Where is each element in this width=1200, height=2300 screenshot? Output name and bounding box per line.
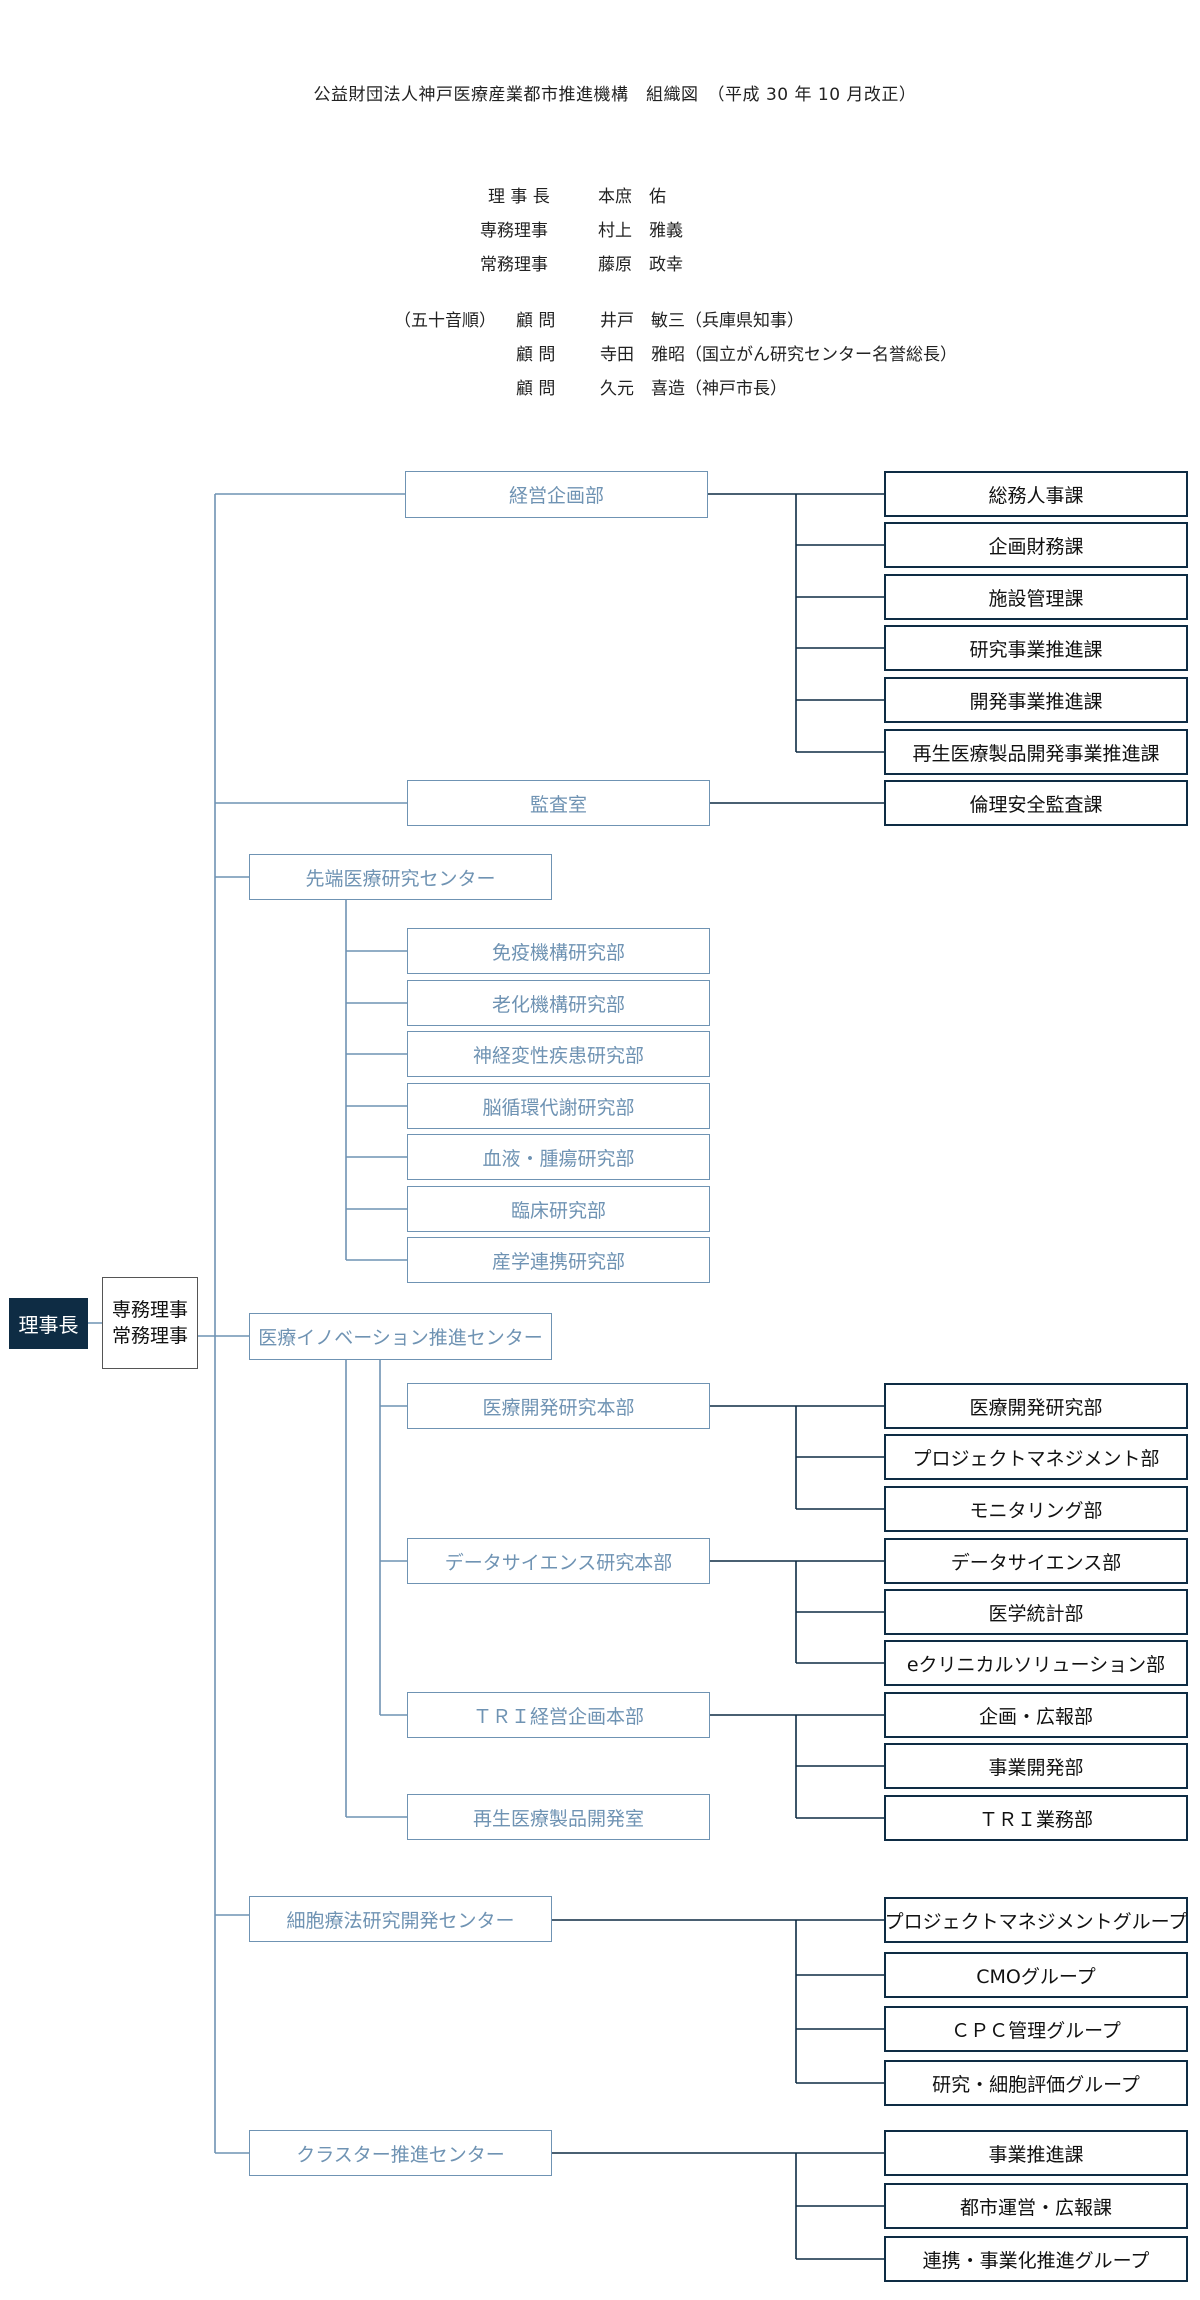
advisor-role: 顧 問 <box>516 345 556 365</box>
dept-saibou-center: 細胞療法研究開発センター <box>249 1896 552 1942</box>
cluster-section: 事業推進課 <box>884 2130 1188 2176</box>
iryo-kaihatsu-section: 医療開発研究部 <box>884 1383 1188 1429</box>
advisor-role: 顧 問 <box>516 311 556 331</box>
executive-director-label: 専務理事 <box>111 1299 188 1321</box>
officer-name: 本庶 佑 <box>598 187 666 207</box>
sentan-unit: 臨床研究部 <box>407 1186 710 1232</box>
cluster-section: 都市運営・広報課 <box>884 2183 1188 2229</box>
officer-role: 専務理事 <box>480 221 548 241</box>
sentan-unit: 脳循環代謝研究部 <box>407 1083 710 1129</box>
innovation-unit: ＴＲＩ経営企画本部 <box>407 1692 710 1738</box>
data-science-section: 医学統計部 <box>884 1589 1188 1635</box>
sentan-unit: 神経変性疾患研究部 <box>407 1031 710 1077</box>
page-title: 公益財団法人神戸医療産業都市推進機構 組織図 （平成 30 年 10 月改正） <box>313 85 917 105</box>
tri-section: 事業開発部 <box>884 1743 1188 1789</box>
keiei-section: 再生医療製品開発事業推進課 <box>884 729 1188 775</box>
data-science-section: eクリニカルソリューション部 <box>884 1640 1188 1686</box>
officer-name: 藤原 政幸 <box>598 255 683 275</box>
innovation-unit: データサイエンス研究本部 <box>407 1538 710 1584</box>
sentan-unit: 産学連携研究部 <box>407 1237 710 1283</box>
sentan-unit: 老化機構研究部 <box>407 980 710 1026</box>
dept-keiei-kikaku: 経営企画部 <box>405 471 708 518</box>
dept-kansa: 監査室 <box>407 780 710 826</box>
sentan-unit: 免疫機構研究部 <box>407 928 710 974</box>
advisors-order-note: （五十音順） <box>394 311 496 331</box>
keiei-section: 企画財務課 <box>884 522 1188 568</box>
iryo-kaihatsu-section: モニタリング部 <box>884 1486 1188 1532</box>
cluster-section: 連携・事業化推進グループ <box>884 2236 1188 2282</box>
kansa-section: 倫理安全監査課 <box>884 780 1188 826</box>
saibou-group: ＣＰＣ管理グループ <box>884 2006 1188 2052</box>
keiei-section: 研究事業推進課 <box>884 625 1188 671</box>
saibou-group: CMOグループ <box>884 1952 1188 1998</box>
dept-innovation-center: 医療イノベーション推進センター <box>249 1313 552 1360</box>
managing-director-label: 常務理事 <box>111 1325 188 1347</box>
keiei-section: 開発事業推進課 <box>884 677 1188 723</box>
saibou-group: 研究・細胞評価グループ <box>884 2060 1188 2106</box>
navy-connectors <box>552 493 884 2260</box>
officer-role: 理 事 長 <box>488 187 550 207</box>
dept-cluster-center: クラスター推進センター <box>249 2130 552 2176</box>
keiei-section: 施設管理課 <box>884 574 1188 620</box>
executive-directors-box: 専務理事 常務理事 <box>102 1277 198 1369</box>
tri-section: ＴＲＩ業務部 <box>884 1795 1188 1841</box>
iryo-kaihatsu-section: プロジェクトマネジメント部 <box>884 1434 1188 1480</box>
tri-section: 企画・広報部 <box>884 1692 1188 1738</box>
advisor-name: 井戸 敏三（兵庫県知事） <box>600 311 804 331</box>
saibou-group: プロジェクトマネジメントグループ <box>884 1897 1188 1943</box>
officer-name: 村上 雅義 <box>598 221 683 241</box>
blue-connectors <box>88 493 407 2154</box>
advisor-name: 久元 喜造（神戸市長） <box>600 379 787 399</box>
data-science-section: データサイエンス部 <box>884 1538 1188 1584</box>
innovation-unit: 再生医療製品開発室 <box>407 1794 710 1840</box>
sentan-unit: 血液・腫瘍研究部 <box>407 1134 710 1180</box>
chairman-box: 理事長 <box>9 1298 88 1349</box>
advisor-role: 顧 問 <box>516 379 556 399</box>
officer-role: 常務理事 <box>480 255 548 275</box>
keiei-section: 総務人事課 <box>884 471 1188 517</box>
dept-sentan-center: 先端医療研究センター <box>249 854 552 900</box>
innovation-unit: 医療開発研究本部 <box>407 1383 710 1429</box>
advisor-name: 寺田 雅昭（国立がん研究センター名誉総長） <box>600 345 957 365</box>
